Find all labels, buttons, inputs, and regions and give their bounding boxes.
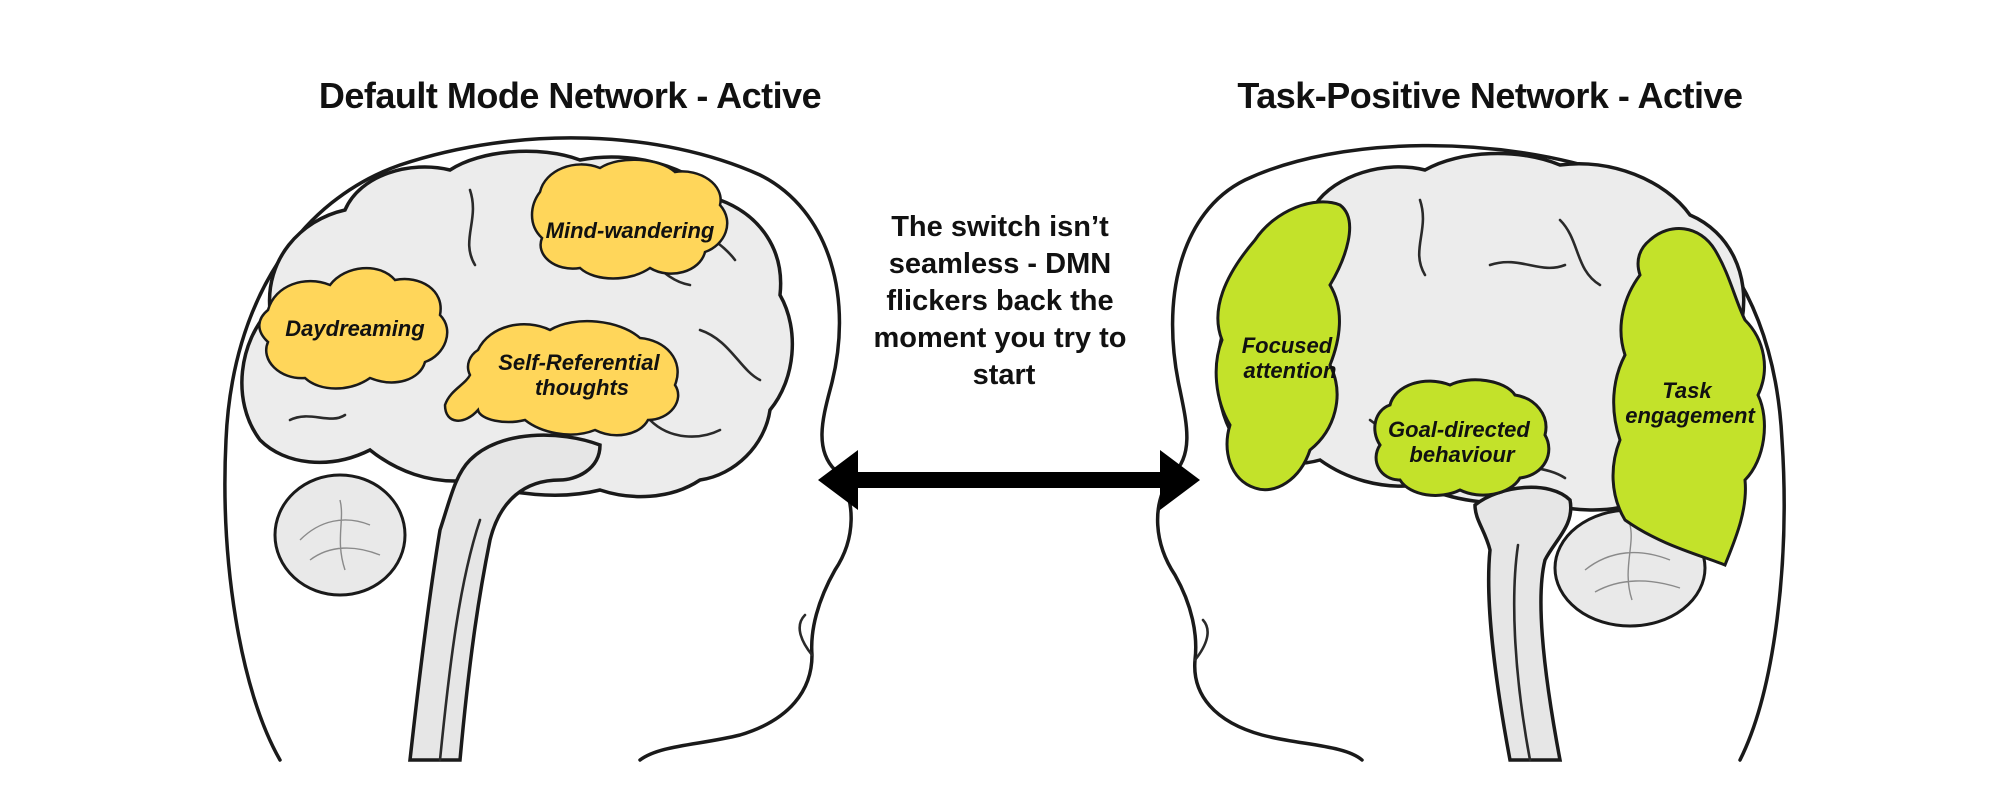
left-panel-title: Default Mode Network - Active xyxy=(319,75,821,116)
right-panel-title: Task-Positive Network - Active xyxy=(1237,75,1742,116)
label-focused-attention: Focused attention xyxy=(1242,333,1339,383)
double-headed-arrow-icon xyxy=(818,450,1200,510)
center-note: The switch isn’t seamless - DMN flickers… xyxy=(873,211,1134,391)
label-daydreaming: Daydreaming xyxy=(285,316,425,341)
label-goal-directed: Goal-directed behaviour xyxy=(1388,417,1536,467)
left-head-illustration xyxy=(225,138,851,760)
label-mind-wandering: Mind-wandering xyxy=(546,218,715,243)
